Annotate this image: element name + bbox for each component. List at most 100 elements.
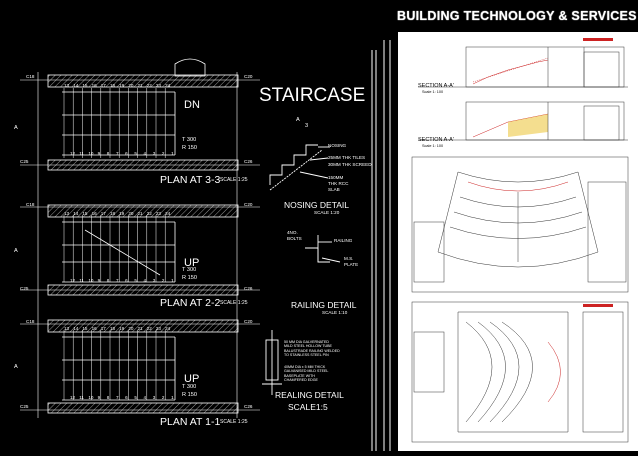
- step-number: 4: [143, 151, 147, 156]
- detail-label: NOSING: [328, 143, 347, 148]
- step-number: 11: [79, 395, 84, 400]
- step-number: 5: [134, 278, 137, 283]
- step-number: 3: [152, 278, 156, 283]
- note-line: BASEPLATE WITH: [284, 373, 315, 378]
- riser-label: R 150: [182, 275, 197, 281]
- step-number: 23: [155, 83, 161, 88]
- note-line: MILD STEEL HOLLOW TUBE: [284, 344, 332, 349]
- step-number: 3: [152, 151, 156, 156]
- note-line: 50 MM DIA GALVERNATED: [284, 340, 329, 344]
- plan-scale: SCALE 1:25: [220, 177, 248, 183]
- step-number: 9: [97, 151, 101, 156]
- step-number: 6: [125, 278, 128, 283]
- riser-label: R 150: [182, 145, 197, 151]
- detail-scale: SCALE 1:20: [314, 210, 340, 215]
- detail-label: SLAB: [328, 187, 340, 192]
- step-number: 18: [109, 211, 116, 216]
- detail-label: BOLTS: [287, 236, 302, 241]
- tread-label: T 300: [182, 137, 197, 143]
- section-mark-num: 3: [305, 123, 309, 129]
- step-number: 5: [134, 151, 137, 156]
- step-number: 17: [100, 326, 106, 331]
- step-number: 17: [100, 83, 106, 88]
- step-number: 2: [161, 278, 165, 283]
- section-mark: A: [14, 125, 18, 131]
- tread-label: T 300: [182, 384, 197, 390]
- column-label: C26: [244, 404, 253, 409]
- step-number: 19: [119, 326, 125, 331]
- step-number: 19: [119, 83, 125, 88]
- step-number: 12: [70, 395, 76, 400]
- step-number: 17: [100, 211, 106, 216]
- step-number: 9: [97, 395, 101, 400]
- step-number: 2: [161, 151, 165, 156]
- step-number: 2: [161, 395, 165, 400]
- step-number: 8: [106, 278, 110, 283]
- step-number: 14: [73, 83, 79, 88]
- step-number: 21: [137, 326, 143, 331]
- detail-label: 150MM: [328, 175, 344, 180]
- realing-note-2: 40MM DIA x 5 MM THICK GALVANISED MILD ST…: [284, 365, 328, 382]
- column-label: C26: [244, 286, 253, 291]
- staircase-heading: STAIRCASE: [259, 85, 366, 106]
- column-label: C26: [244, 159, 253, 164]
- direction-label: UP: [184, 257, 200, 269]
- railing-detail-drawing: [305, 235, 341, 263]
- detail-title: NOSING DETAIL: [284, 200, 350, 210]
- step-number: 18: [109, 83, 116, 88]
- step-number: 20: [128, 326, 134, 331]
- note-line: 40MM DIA x 5 MM THICK: [284, 365, 326, 369]
- section-scale: Scale 1: 100: [422, 90, 444, 94]
- step-number: 11: [79, 278, 84, 283]
- step-number: 22: [146, 83, 152, 88]
- step-number: 6: [125, 151, 128, 156]
- step-number: 1: [171, 278, 174, 283]
- detail-label: RAILING: [334, 238, 353, 243]
- step-number: 13: [64, 326, 70, 331]
- step-number: 6: [125, 395, 128, 400]
- step-number: 7: [115, 278, 119, 283]
- detail-scale: SCALE 1:10: [322, 310, 348, 315]
- step-number: 15: [82, 326, 88, 331]
- column-label: C25: [20, 404, 29, 409]
- section-label: SECTION A-A': [418, 137, 454, 143]
- step-number: 23: [155, 211, 161, 216]
- detail-scale: SCALE1:5: [288, 402, 328, 412]
- step-number: 5: [134, 395, 137, 400]
- step-number: 7: [115, 151, 119, 156]
- step-number: 24: [165, 211, 171, 216]
- step-number: 18: [109, 326, 116, 331]
- step-number: 8: [106, 395, 110, 400]
- step-number: 14: [73, 211, 79, 216]
- header-title: BUILDING TECHNOLOGY & SERVICES: [397, 9, 637, 23]
- staircase-drawings: [20, 40, 391, 451]
- note-line: GALVANISED MILD STEEL: [284, 369, 329, 374]
- tread-label: T 300: [182, 267, 197, 273]
- plan-title: PLAN AT 3-3: [160, 174, 221, 186]
- section-mark: A: [296, 117, 300, 123]
- step-number: 1: [171, 151, 174, 156]
- step-number: 21: [137, 83, 143, 88]
- step-number: 12: [70, 278, 76, 283]
- detail-label: PLATE: [344, 262, 359, 267]
- step-number: 14: [73, 326, 79, 331]
- step-number: 10: [88, 151, 94, 156]
- column-label: C18: [26, 74, 35, 79]
- column-label: C20: [244, 74, 253, 79]
- step-number: 24: [165, 326, 171, 331]
- section-and-plan-drawings: [411, 38, 629, 443]
- step-number: 13: [64, 211, 70, 216]
- column-label: C20: [244, 319, 253, 324]
- step-number: 24: [165, 83, 171, 88]
- step-number: 21: [137, 211, 143, 216]
- column-label: C20: [244, 202, 253, 207]
- step-number: 7: [115, 395, 119, 400]
- step-number: 16: [91, 211, 97, 216]
- step-number: 13: [64, 83, 70, 88]
